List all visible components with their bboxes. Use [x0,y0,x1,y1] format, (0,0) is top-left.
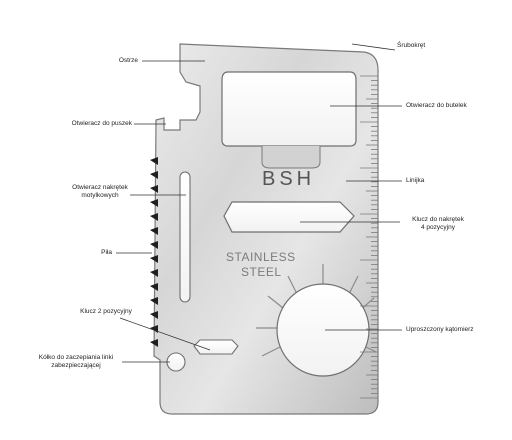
ruler-ticks [360,75,378,399]
label-nakretki-motylkowe-line2: motylkowych [81,192,119,199]
saw-teeth [150,157,158,347]
leader-lines [116,43,402,363]
wrench-4-position-slot [223,201,355,233]
label-linijka: Linijka [406,177,425,184]
label-klucz-2: Klucz 2 pozycyjny [80,308,132,315]
label-nakretki-motylkowe-line1: Otwieracz nakrętek [72,184,128,191]
stamp-line-1: STAINLESS [226,250,296,264]
label-katomierz: Uproszczony kątomierz [406,326,474,333]
brand-mark: BSH [262,168,315,190]
bottle-opener-notch [261,146,321,169]
label-ostrze: Ostrze [118,57,138,64]
label-srubokret: Śrubokręt [397,42,426,49]
label-kolko-line1: Kółko do zaczepiania linki [38,354,114,361]
wrench-2-position-slot [193,339,239,355]
label-kolko-line2: zabezpieczającej [51,362,101,369]
stamp-line-2: STEEL [241,265,282,279]
label-nakretki-motylkowe: Otwieracz nakrętek motylkowych [60,184,140,200]
label-otwieracz-butelek: Otwieracz do butelek [406,102,467,109]
bottle-opener-cutout [221,71,357,147]
label-klucz-4-line1: Klucz do nakrętek [412,216,464,223]
label-kolko: Kółko do zaczepiania linki zabezpieczają… [28,354,124,370]
butterfly-nut-slot [179,171,191,303]
label-pila: Piła [101,249,112,256]
label-klucz-4: Klucz do nakrętek 4 pozycyjny [398,216,478,232]
label-otwieracz-puszek: Otwieracz do puszek [71,120,132,127]
label-klucz-4-line2: 4 pozycyjny [421,224,455,231]
